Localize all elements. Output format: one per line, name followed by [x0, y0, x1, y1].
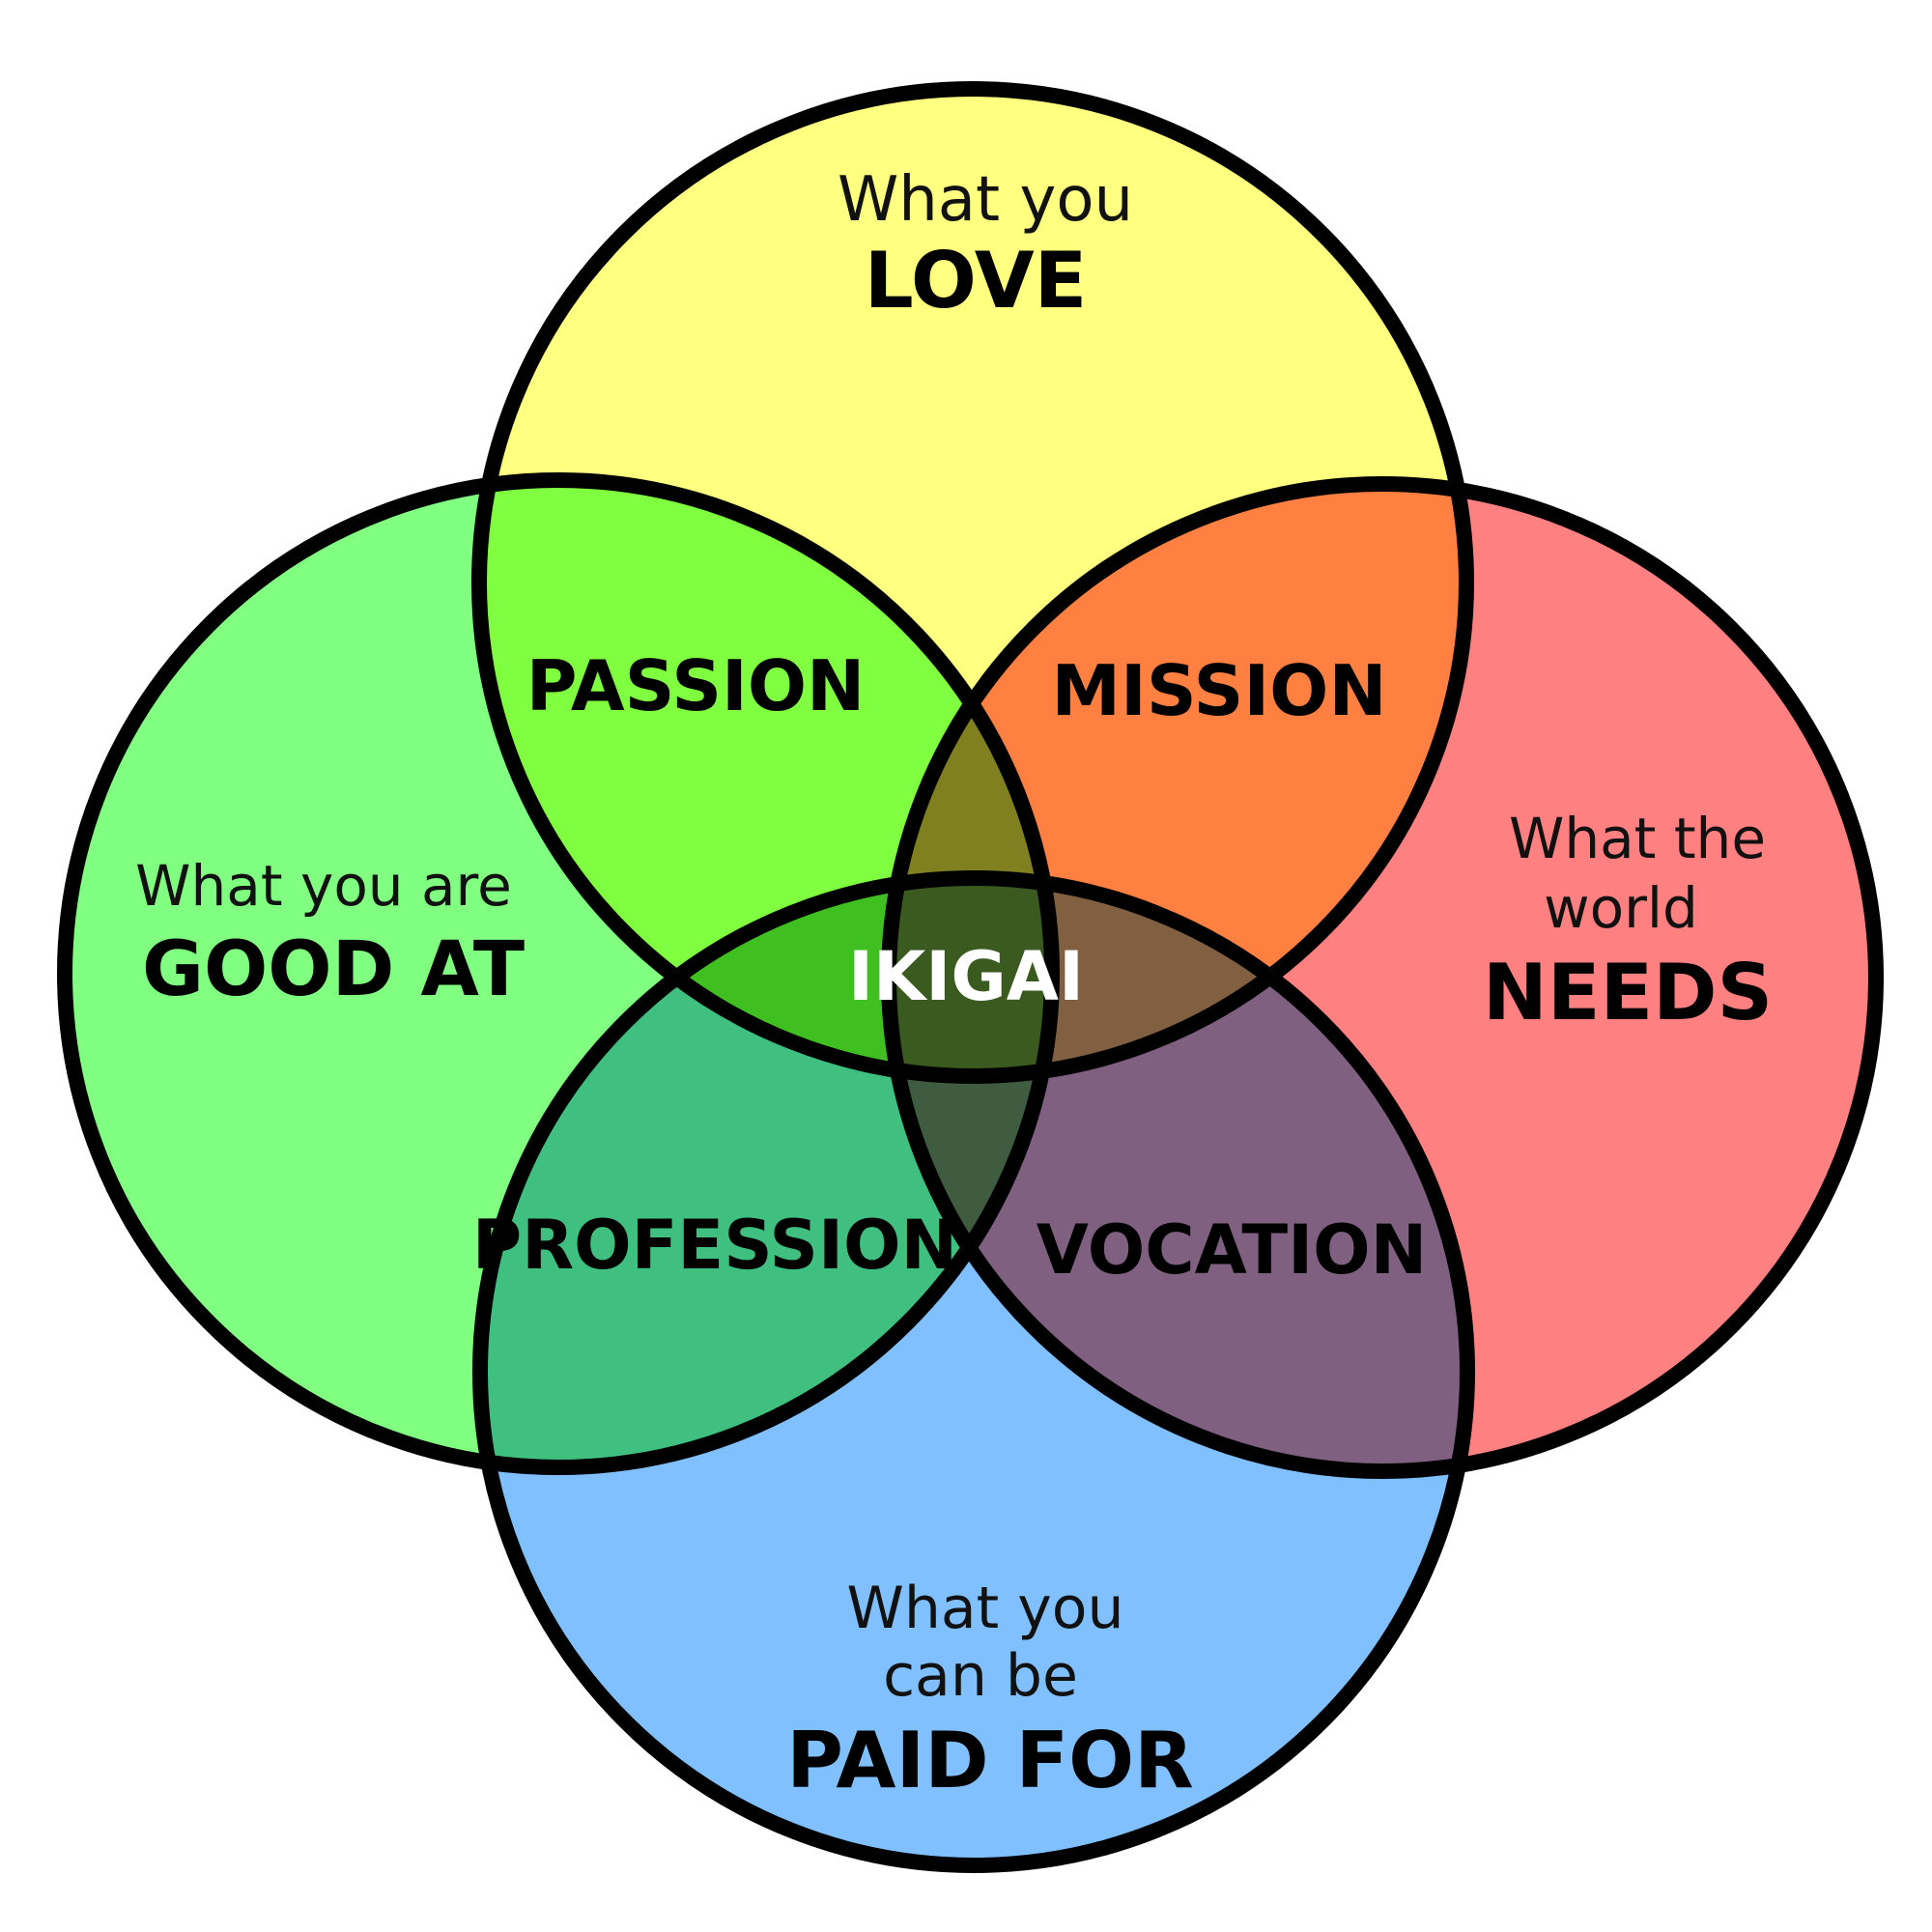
- love-circle-outline: [471, 81, 1474, 1084]
- ikigai-label: IKIGAI: [848, 937, 1084, 1016]
- needs-caption-line-2: world: [1544, 875, 1698, 941]
- paid-for-caption-line-2: can be: [883, 1642, 1078, 1710]
- needs-caption-line-1: What the: [1509, 806, 1766, 871]
- love-heading: LOVE: [865, 236, 1088, 326]
- passion-label: PASSION: [526, 645, 866, 726]
- good-at-caption: What you are: [135, 853, 512, 919]
- profession-label: PROFESSION: [472, 1206, 957, 1285]
- good-at-heading: GOOD AT: [142, 926, 525, 1013]
- vocation-label: VOCATION: [1037, 1210, 1427, 1290]
- needs-circle-outline: [881, 476, 1884, 1479]
- mission-label: MISSION: [1051, 650, 1386, 731]
- paid-for-circle-outline: [472, 870, 1475, 1873]
- paid-for-caption-line-1: What you: [847, 1575, 1124, 1642]
- love-caption: What you: [838, 164, 1133, 236]
- needs-heading: NEEDS: [1483, 948, 1773, 1037]
- good-at-circle-outline: [57, 472, 1060, 1475]
- paid-for-heading: PAID FOR: [786, 1716, 1193, 1805]
